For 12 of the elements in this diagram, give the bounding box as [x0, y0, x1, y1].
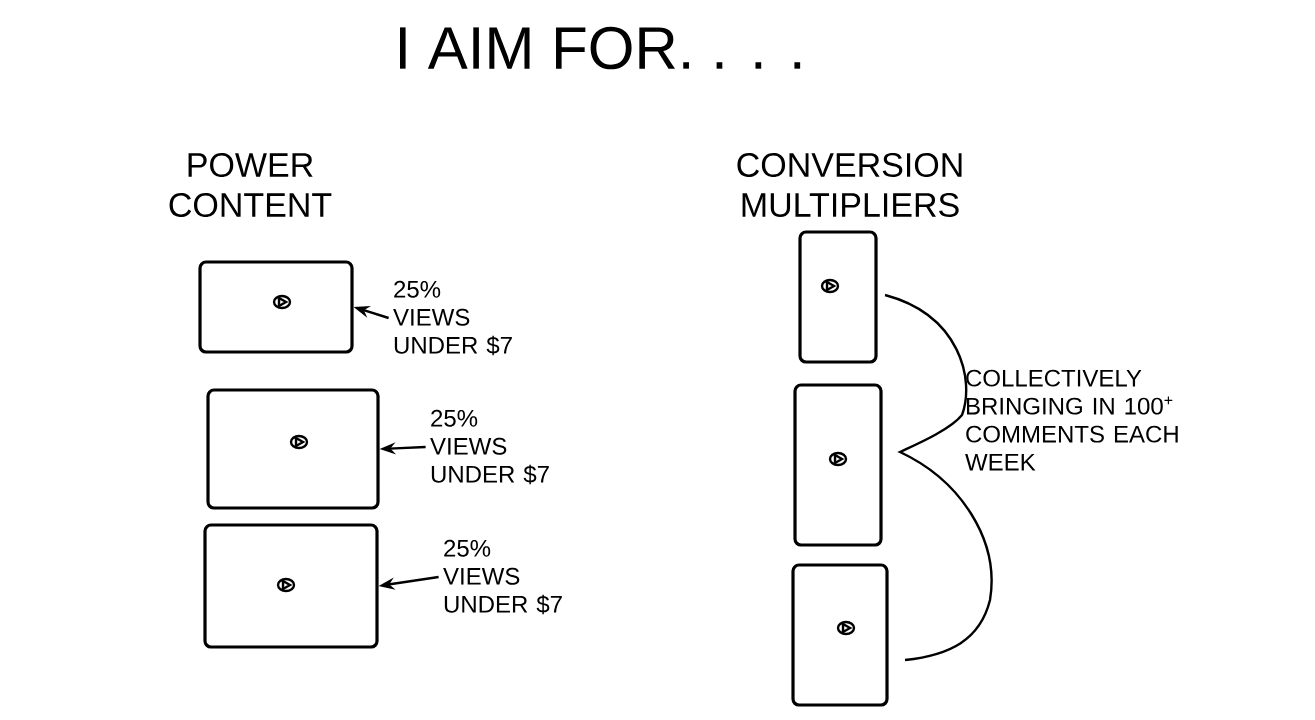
video-thumbnail	[203, 523, 379, 649]
note: COLLECTIVELY BRINGING IN 100$^{+}$ COMMENTS EACH WEEK	[965, 369, 1178, 471]
video-thumbnail	[798, 230, 878, 364]
video-thumbnail	[791, 563, 889, 707]
video-thumbnail	[198, 260, 354, 354]
annotation: 25% VIEWS UNDER $7	[430, 409, 549, 485]
video-thumbnail	[793, 383, 883, 547]
annotation: 25% VIEWS UNDER $7	[393, 280, 512, 356]
section-heading: POWER CONTENT	[169, 152, 332, 218]
video-thumbnail	[206, 388, 380, 510]
annotation: 25% VIEWS UNDER $7	[443, 539, 562, 615]
title: I AIM FOR. . . .	[400, 26, 801, 70]
